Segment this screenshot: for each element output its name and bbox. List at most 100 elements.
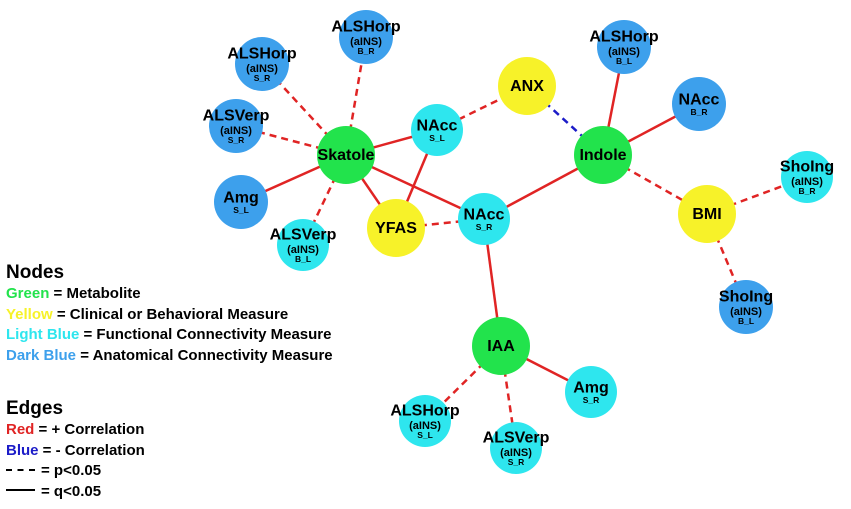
node-circle	[458, 193, 510, 245]
node-label: Amg	[573, 380, 609, 397]
node-label: IAA	[487, 338, 515, 355]
legend-text: = q<0.05	[41, 482, 102, 500]
node-label: NAcc	[679, 92, 720, 109]
node-sublabel: B_R	[357, 46, 374, 56]
legend-text: = p<0.05	[41, 462, 102, 479]
node-label: ALSVerp	[483, 430, 550, 447]
node-label: BMI	[692, 206, 721, 223]
node-bmi: BMI	[678, 185, 736, 243]
node-circle	[339, 10, 393, 64]
legend-key: Green	[6, 285, 50, 302]
node-sublabel: S_R	[508, 457, 525, 467]
node-skatole: Skatole	[317, 126, 375, 184]
legend-row-functional: Light Blue = Functional Connectivity Mea…	[6, 325, 333, 346]
node-sublabel: B_L	[295, 254, 311, 264]
node-circle	[472, 317, 530, 375]
node-alsverp_sr: ALSVerp(aINS)S_R	[203, 99, 270, 153]
node-circle	[672, 77, 726, 131]
node-circle	[367, 199, 425, 257]
node-sublabel: (aINS)	[608, 46, 640, 58]
node-sublabel: (aINS)	[791, 176, 823, 188]
legend-text: = + Correlation	[34, 421, 145, 438]
legend-key: Red	[6, 421, 35, 438]
legend-row-positive: Red = + Correlation	[6, 420, 145, 441]
solid-line-sample	[6, 489, 35, 492]
node-circle	[214, 175, 268, 229]
node-circle	[565, 366, 617, 418]
legend-row-negative: Blue = - Correlation	[6, 441, 145, 462]
node-circle	[678, 185, 736, 243]
edge-skatole-alshorp_sr	[261, 63, 347, 156]
legend-text: = - Correlation	[38, 441, 145, 459]
node-sublabel: S_R	[583, 395, 600, 405]
legend-text: = Anatomical Connectivity Measure	[76, 346, 333, 364]
node-circle	[574, 126, 632, 184]
node-circle	[235, 37, 289, 91]
legend-key: Dark Blue	[6, 346, 77, 364]
node-sublabel: S_R	[476, 222, 493, 232]
node-alshorp_br: ALSHorp(aINS)B_R	[331, 10, 401, 64]
node-alsverp_sr_iaa: ALSVerp(aINS)S_R	[483, 422, 550, 474]
node-sholng_br: ShoIng(aINS)B_R	[780, 151, 834, 203]
legend-row-metabolite: Green = Metabolite	[6, 284, 333, 305]
node-label: ALSVerp	[270, 227, 337, 244]
legend-row-anatomical: Dark Blue = Anatomical Connectivity Meas…	[6, 346, 333, 367]
node-label: Amg	[223, 190, 259, 207]
node-sublabel: (aINS)	[409, 420, 441, 432]
node-sublabel: B_L	[616, 56, 632, 66]
edges-legend: Edges Red = + Correlation Blue = - Corre…	[6, 398, 145, 502]
node-circle	[719, 280, 773, 334]
node-label: Skatole	[318, 147, 375, 164]
legend-row-dashed: = p<0.05	[6, 461, 145, 482]
legend-key: Yellow	[6, 305, 53, 323]
node-sublabel: (aINS)	[350, 36, 382, 48]
dashed-line-sample	[6, 468, 35, 471]
node-iaa: IAA	[472, 317, 530, 375]
node-circle	[490, 422, 542, 474]
node-anx: ANX	[498, 57, 556, 115]
node-label: ALSHorp	[227, 46, 297, 63]
legend-key: Light Blue	[6, 326, 80, 343]
node-sublabel: (aINS)	[730, 306, 762, 318]
node-sublabel: B_R	[690, 107, 707, 117]
node-sublabel: S_R	[254, 73, 271, 83]
node-label: Indole	[579, 147, 626, 164]
node-sublabel: S_R	[228, 135, 245, 145]
node-circle	[277, 219, 329, 271]
edges-legend-heading: Edges	[6, 398, 64, 419]
node-indole: Indole	[574, 126, 632, 184]
node-circle	[209, 99, 263, 153]
legend-key: Blue	[6, 441, 39, 459]
node-sublabel: (aINS)	[287, 244, 319, 256]
node-circle	[399, 395, 451, 447]
node-circle	[317, 126, 375, 184]
node-circle	[781, 151, 833, 203]
node-alshorp_sl: ALSHorp(aINS)S_L	[390, 395, 460, 447]
legend-text: = Metabolite	[49, 285, 141, 302]
node-circle	[597, 20, 651, 74]
node-alsverp_bl: ALSVerp(aINS)B_L	[270, 219, 337, 271]
nodes-legend-heading: Nodes	[6, 262, 65, 283]
node-circle	[498, 57, 556, 115]
node-label: ShoIng	[719, 289, 773, 306]
node-sholng_bl: ShoIng(aINS)B_L	[719, 280, 773, 334]
node-label: ALSHorp	[589, 29, 659, 46]
node-label: ANX	[510, 78, 544, 95]
node-label: ShoIng	[780, 159, 834, 176]
node-label: ALSHorp	[390, 403, 460, 420]
node-circle	[411, 104, 463, 156]
node-sublabel: B_L	[738, 316, 754, 326]
node-sublabel: S_L	[429, 133, 445, 143]
node-label: NAcc	[464, 207, 505, 224]
node-sublabel: S_L	[233, 205, 249, 215]
node-sublabel: (aINS)	[500, 447, 532, 459]
node-sublabel: (aINS)	[220, 125, 252, 137]
node-sublabel: S_L	[417, 430, 433, 440]
legend-text: = Functional Connectivity Measure	[79, 326, 332, 343]
